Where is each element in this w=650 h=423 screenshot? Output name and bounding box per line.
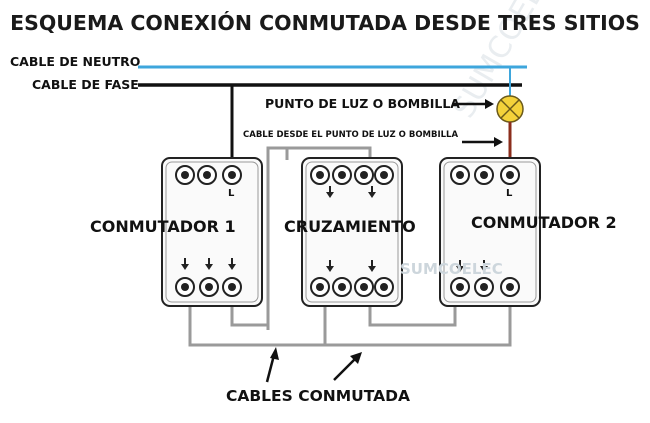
watermark-text: SUMCOELEC	[400, 260, 503, 278]
up-arrow-icon	[333, 352, 362, 381]
switch-label-conmutador-1: CONMUTADOR 1	[90, 217, 236, 236]
neutral-wire-label: CABLE DE NEUTRO	[10, 54, 140, 69]
terminal-bottom-1	[175, 277, 242, 297]
switch-label-cruzamiento: CRUZAMIENTO	[284, 217, 416, 236]
phase-wire-label: CABLE DE FASE	[32, 77, 139, 92]
lamp-label: PUNTO DE LUZ O BOMBILLA	[265, 96, 460, 111]
lamp-cable-label: CABLE DESDE EL PUNTO DE LUZ O BOMBILLA	[243, 130, 458, 140]
switched-wires	[188, 146, 512, 347]
lamp-icon	[496, 95, 524, 123]
up-arrow-icon	[265, 347, 279, 383]
switch-cruzamiento	[301, 157, 403, 307]
terminal-top-1	[175, 165, 242, 185]
terminal-bottom-3	[450, 277, 520, 297]
terminal-L-label: L	[506, 188, 513, 199]
diagram-title: ESQUEMA CONEXIÓN CONMUTADA DESDE TRES SI…	[10, 10, 640, 35]
terminal-bottom-2	[310, 277, 394, 297]
down-arrow-icon	[456, 260, 488, 272]
down-arrow-icon	[326, 186, 376, 198]
lamp-cable-arrow-icon	[462, 137, 503, 147]
lamp-arrow-icon	[452, 99, 494, 109]
down-arrow-icon	[326, 260, 376, 272]
bottom-label: CABLES CONMUTADA	[226, 387, 410, 405]
down-arrow-icon	[181, 258, 236, 270]
switch-conmutador-1: L	[161, 157, 263, 307]
terminal-top-2	[310, 165, 394, 185]
switch-label-conmutador-2: CONMUTADOR 2	[471, 213, 617, 232]
terminal-L-label: L	[228, 188, 235, 199]
terminal-top-3	[450, 165, 520, 185]
switch-conmutador-2: L	[439, 157, 541, 307]
